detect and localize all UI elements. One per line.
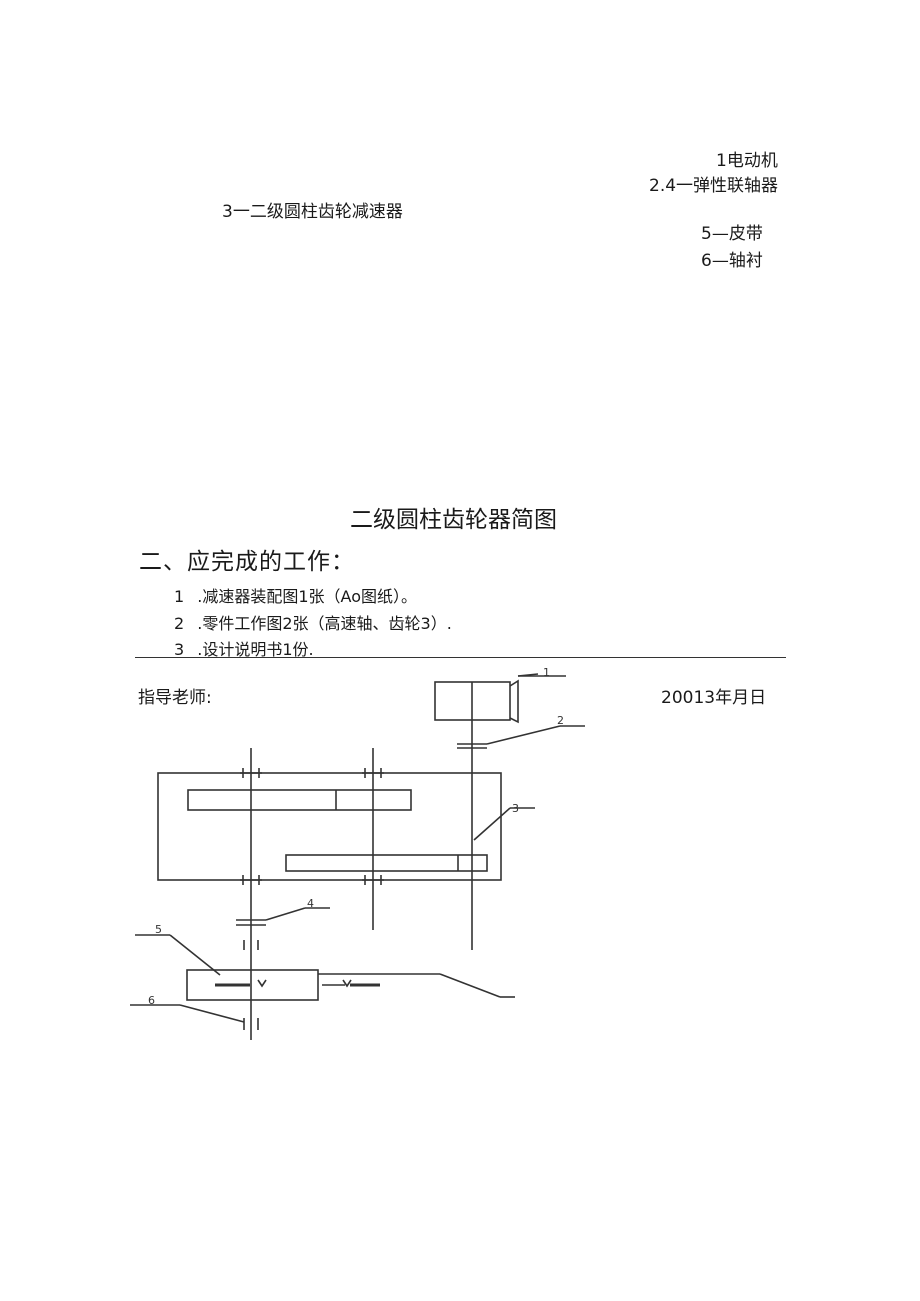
task-item-2: 2 .零件工作图2张（高速轴、齿轮3）.	[174, 610, 452, 634]
diagram-label-3: 3	[512, 802, 519, 815]
diagram-label-5: 5	[155, 923, 162, 936]
legend-item-coupling: 2.4一弹性联轴器	[649, 176, 779, 196]
instructor-label: 指导老师:	[138, 688, 212, 708]
legend-item-reducer: 3一二级圆柱齿轮减速器	[222, 202, 403, 222]
diagram-label-6: 6	[148, 994, 155, 1007]
belt-pulley	[186, 969, 319, 1001]
task-text: .设计说明书1份.	[197, 640, 314, 659]
section-heading: 二、应完成的工作：	[139, 549, 355, 575]
task-item-1: 1 .减速器装配图1张（Ao图纸）。	[174, 583, 417, 607]
task-text: .零件工作图2张（高速轴、齿轮3）.	[197, 614, 452, 633]
gear-pair-2	[285, 854, 488, 872]
task-number: 3	[174, 640, 185, 659]
divider-line	[135, 657, 786, 658]
legend-item-belt: 5—皮带	[701, 224, 763, 244]
task-number: 1	[174, 587, 185, 606]
task-item-3: 3 .设计说明书1份.	[174, 636, 314, 660]
task-text: .减速器装配图1张（Ao图纸）。	[197, 587, 418, 606]
gear-pair-1	[187, 789, 412, 811]
figure-title: 二级圆柱齿轮器简图	[350, 507, 557, 533]
diagram-label-1: 1	[543, 666, 550, 679]
reducer-housing	[157, 772, 502, 881]
diagram-label-2: 2	[557, 714, 564, 727]
legend-item-bushing: 6—轴衬	[701, 251, 763, 271]
task-number: 2	[174, 614, 185, 633]
date-label: 20013年月日	[661, 688, 767, 708]
legend-item-motor: 1电动机	[716, 151, 778, 171]
diagram-label-4: 4	[307, 897, 314, 910]
